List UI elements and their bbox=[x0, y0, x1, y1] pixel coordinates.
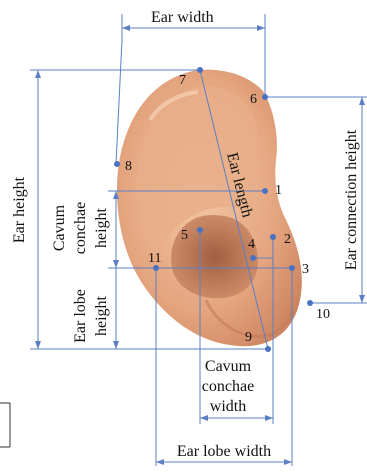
landmark-point-8 bbox=[114, 161, 120, 167]
landmark-point-2 bbox=[270, 234, 276, 240]
landmark-point-6 bbox=[262, 94, 268, 100]
landmark-point-7 bbox=[197, 67, 203, 73]
label-cavum-conchae-width-2: conchae bbox=[202, 378, 254, 395]
landmark-number-4: 4 bbox=[248, 237, 255, 252]
landmark-number-3: 3 bbox=[302, 262, 309, 277]
landmark-number-2: 2 bbox=[284, 232, 291, 247]
landmark-number-6: 6 bbox=[250, 92, 257, 107]
label-cavum-conchae-height-3: height bbox=[93, 207, 110, 248]
label-cavum-conchae-width-1: Cavum bbox=[205, 358, 252, 375]
landmark-number-11: 11 bbox=[148, 251, 161, 266]
label-ear-lobe-height-1: Ear lobe bbox=[72, 289, 89, 343]
label-ear-height: Ear height bbox=[11, 176, 28, 243]
landmark-point-9 bbox=[265, 346, 271, 352]
landmark-point-1 bbox=[262, 188, 268, 194]
landmark-number-9: 9 bbox=[245, 330, 252, 345]
landmark-point-3 bbox=[289, 265, 295, 271]
label-cavum-conchae-width-3: width bbox=[210, 398, 246, 415]
landmark-number-10: 10 bbox=[316, 307, 330, 322]
label-cavum-conchae-height-1: Cavum bbox=[51, 204, 68, 251]
landmark-number-7: 7 bbox=[179, 73, 186, 88]
label-ear-connection-height: Ear connection height bbox=[343, 129, 360, 270]
landmark-point-4 bbox=[250, 255, 256, 261]
label-cavum-conchae-height-2: conchae bbox=[72, 202, 89, 254]
landmark-point-5 bbox=[197, 227, 203, 233]
ear-illustration bbox=[117, 70, 302, 347]
label-ear-lobe-width: Ear lobe width bbox=[177, 443, 271, 460]
landmark-point-10 bbox=[307, 300, 313, 306]
label-ear-width: Ear width bbox=[151, 9, 214, 26]
landmark-number-1: 1 bbox=[275, 183, 282, 198]
frame-corner bbox=[0, 403, 10, 447]
landmark-number-5: 5 bbox=[181, 228, 188, 243]
landmark-number-8: 8 bbox=[125, 159, 132, 174]
label-ear-lobe-height-2: height bbox=[93, 295, 110, 336]
